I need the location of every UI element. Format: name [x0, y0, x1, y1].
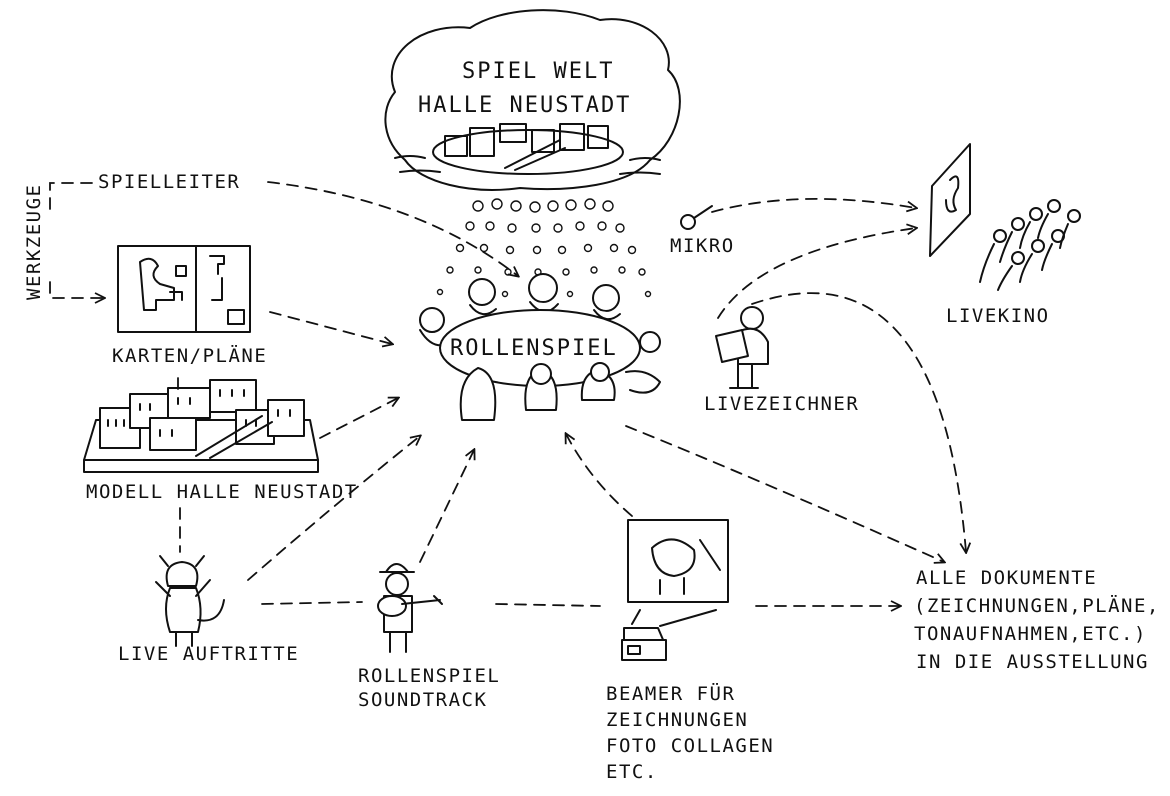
arrow-beamer-rollenspiel — [566, 434, 633, 517]
cinema-screen-icon — [929, 143, 971, 257]
beamer-icon — [621, 519, 729, 661]
arrow-spielleiter-rollenspiel — [267, 181, 518, 276]
beamer-label-2: ZEICHNUNGEN — [606, 709, 748, 731]
beamer-label-4: ETC. — [606, 761, 658, 783]
karten-plaene-icon — [117, 245, 251, 333]
arrow-livezeichner-dokumente — [751, 292, 966, 552]
audience-icon — [979, 199, 1081, 291]
modell-label: MODELL HALLE NEUSTADT — [86, 481, 358, 503]
line-soundtrack-beamer — [495, 603, 601, 607]
spielwelt-cloud: SPIEL WELT HALLE NEUSTADT — [384, 9, 681, 191]
rollenspiel-table-scene: ROLLENSPIEL — [419, 273, 661, 421]
flow-arrows — [247, 181, 966, 607]
arrow-modell-rollenspiel — [319, 398, 398, 439]
beamer-label-3: FOTO COLLAGEN — [606, 735, 774, 757]
arrow-livezeichner-livekino — [717, 228, 916, 319]
werkzeuge-bracket-top — [49, 182, 93, 211]
live-drawer-icon — [715, 306, 769, 389]
livezeichner-label: LIVEZEICHNER — [704, 393, 859, 415]
spielleiter-label: SPIELLEITER — [98, 171, 240, 193]
modell-city-icon — [83, 379, 319, 473]
arrow-rollenspiel-dokumente — [625, 425, 944, 562]
arrow-auftritte-rollenspiel — [247, 436, 420, 581]
arrow-mikro-livekino — [711, 198, 916, 213]
karten-label: KARTEN/PLÄNE — [112, 344, 267, 367]
arrow-soundtrack-rollenspiel — [419, 450, 474, 563]
devil-performer-icon — [155, 555, 225, 647]
players-back-row — [419, 273, 661, 353]
spielwelt-title: SPIEL WELT — [462, 59, 614, 84]
guitarist-icon — [377, 563, 443, 653]
dokumente-label-1: ALLE DOKUMENTE — [916, 567, 1097, 589]
mikro-label: MIKRO — [670, 235, 735, 257]
dokumente-label-2: (ZEICHNUNGEN,PLÄNE, — [914, 594, 1160, 617]
island-city-icon — [394, 123, 661, 175]
cloud-outline — [384, 9, 681, 191]
werkzeuge-arrow-to-karten — [49, 281, 104, 298]
rollenspiel-label: ROLLENSPIEL — [450, 336, 618, 361]
arrow-karten-rollenspiel — [269, 311, 392, 344]
spielwelt-subtitle: HALLE NEUSTADT — [418, 93, 631, 118]
werkzeuge-label: WERKZEUGE — [23, 184, 45, 300]
live-auftritte-label: LIVE AUFTRITTE — [118, 643, 299, 665]
dokumente-label-4: IN DIE AUSSTELLUNG — [916, 651, 1149, 673]
livekino-label: LIVEKINO — [946, 305, 1050, 327]
beamer-label-1: BEAMER FÜR — [606, 682, 735, 705]
microphone-icon — [680, 205, 713, 230]
soundtrack-label-1: ROLLENSPIEL — [358, 665, 500, 687]
thought-bubbles — [436, 198, 652, 298]
dokumente-label-3: TONAUFNAHMEN,ETC.) — [914, 623, 1147, 645]
soundtrack-label-2: SOUNDTRACK — [358, 689, 487, 711]
players-front-row — [459, 362, 661, 421]
line-auftritte-soundtrack — [261, 601, 363, 605]
